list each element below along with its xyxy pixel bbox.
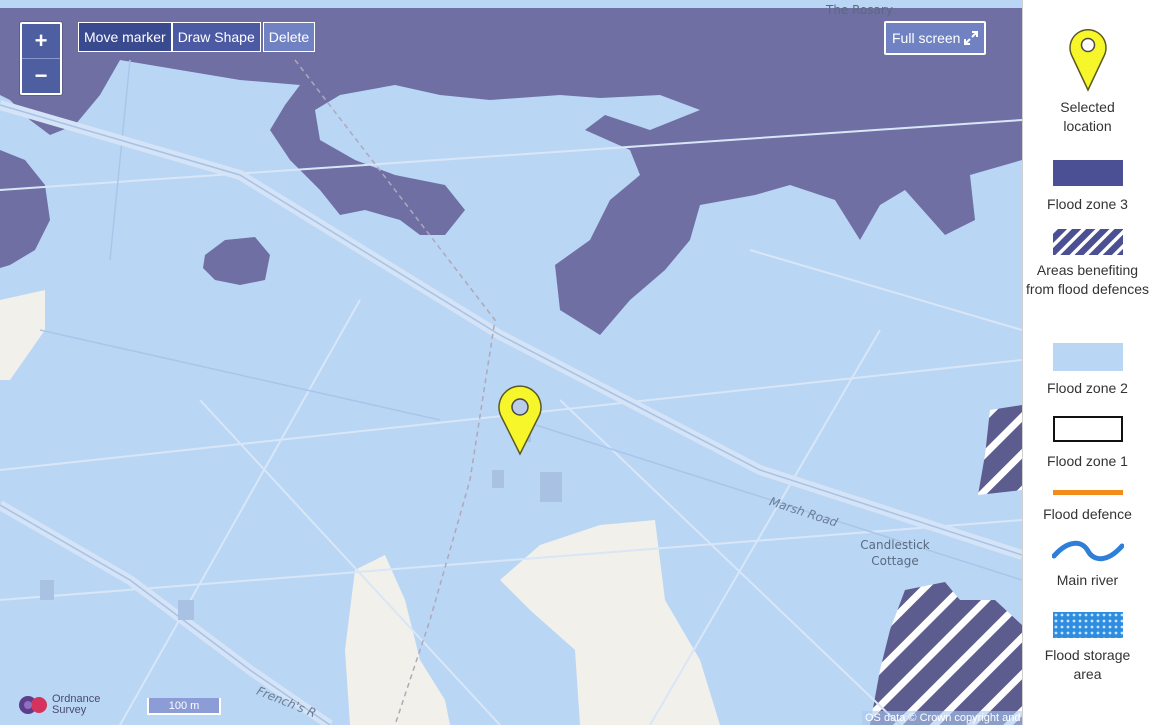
place-label-rosary: The Rosary: [826, 3, 893, 17]
legend-label: Main river: [1056, 572, 1119, 588]
drawing-toolbar: Move marker Draw Shape Delete: [78, 22, 316, 52]
scale-bar: 100 m: [147, 698, 221, 715]
move-marker-button[interactable]: Move marker: [78, 22, 172, 52]
ordnance-survey-logo: Ordnance Survey: [18, 694, 108, 716]
legend-label: Flood storage area: [1044, 647, 1131, 682]
river-swatch: [1051, 540, 1124, 562]
legend-selected-location: Selected location: [1023, 26, 1151, 136]
legend-defended-areas: Areas benefiting from flood defences: [1023, 229, 1151, 299]
flood-zone-2-swatch: [1052, 343, 1123, 371]
flood-map[interactable]: The Rosary Candlestick Cottage Marsh Roa…: [0, 0, 1022, 725]
map-pin-icon: [1068, 29, 1107, 92]
delete-button[interactable]: Delete: [262, 22, 316, 52]
flood-zone-3-area: [203, 237, 270, 285]
zoom-in-button[interactable]: +: [34, 28, 48, 53]
legend-label: Flood zone 2: [1047, 380, 1128, 396]
flood-defence-swatch: [1052, 490, 1123, 495]
map-canvas: [0, 8, 1022, 725]
dotted-swatch: [1052, 612, 1123, 638]
flood-zone-3-area: [0, 150, 50, 268]
defended-area: [870, 582, 1022, 725]
legend-flood-zone-3: Flood zone 3: [1023, 160, 1151, 214]
legend-flood-storage: Flood storage area: [1023, 612, 1151, 684]
legend-label: Flood zone 3: [1047, 196, 1128, 212]
flood-zone-1-swatch: [1052, 416, 1123, 442]
legend-flood-zone-2: Flood zone 2: [1023, 343, 1151, 398]
legend-flood-defence: Flood defence: [1023, 490, 1151, 524]
draw-shape-button[interactable]: Draw Shape: [171, 22, 261, 52]
place-label-candlestick: Candlestick Cottage: [860, 538, 930, 568]
zoom-control: + −: [20, 22, 62, 95]
flood-zone-1-area: [0, 290, 45, 380]
legend-label: Selected location: [1060, 99, 1115, 134]
ordnance-survey-icon: [19, 696, 47, 714]
zoom-out-button[interactable]: −: [22, 58, 60, 93]
full-screen-button[interactable]: Full screen: [884, 21, 987, 55]
map-legend: Selected location Flood zone 3 Areas ben…: [1022, 0, 1151, 725]
legend-label: Areas benefiting from flood defences: [1026, 262, 1149, 297]
field-boundaries: [0, 119, 1022, 725]
flood-zone-3-area: [0, 8, 1022, 335]
flood-zone-1-area: [345, 555, 450, 725]
drainage-lines: [39, 59, 1022, 581]
expand-icon: [964, 31, 979, 45]
full-screen-label: Full screen: [892, 30, 961, 46]
legend-label: Flood zone 1: [1047, 453, 1128, 469]
legend-flood-zone-1: Flood zone 1: [1023, 416, 1151, 471]
ordnance-survey-text: Ordnance Survey: [52, 693, 101, 716]
defended-area: [978, 405, 1022, 495]
flood-zone-3-swatch: [1052, 160, 1123, 186]
roads: [0, 59, 1022, 725]
attribution: OS data © Crown copyright and database r…: [862, 711, 1022, 725]
flood-zone-1-area: [500, 520, 720, 725]
legend-main-river: Main river: [1023, 538, 1151, 590]
legend-label: Flood defence: [1043, 506, 1132, 522]
selected-location-marker[interactable]: [497, 384, 543, 456]
hatched-swatch: [1052, 229, 1123, 255]
